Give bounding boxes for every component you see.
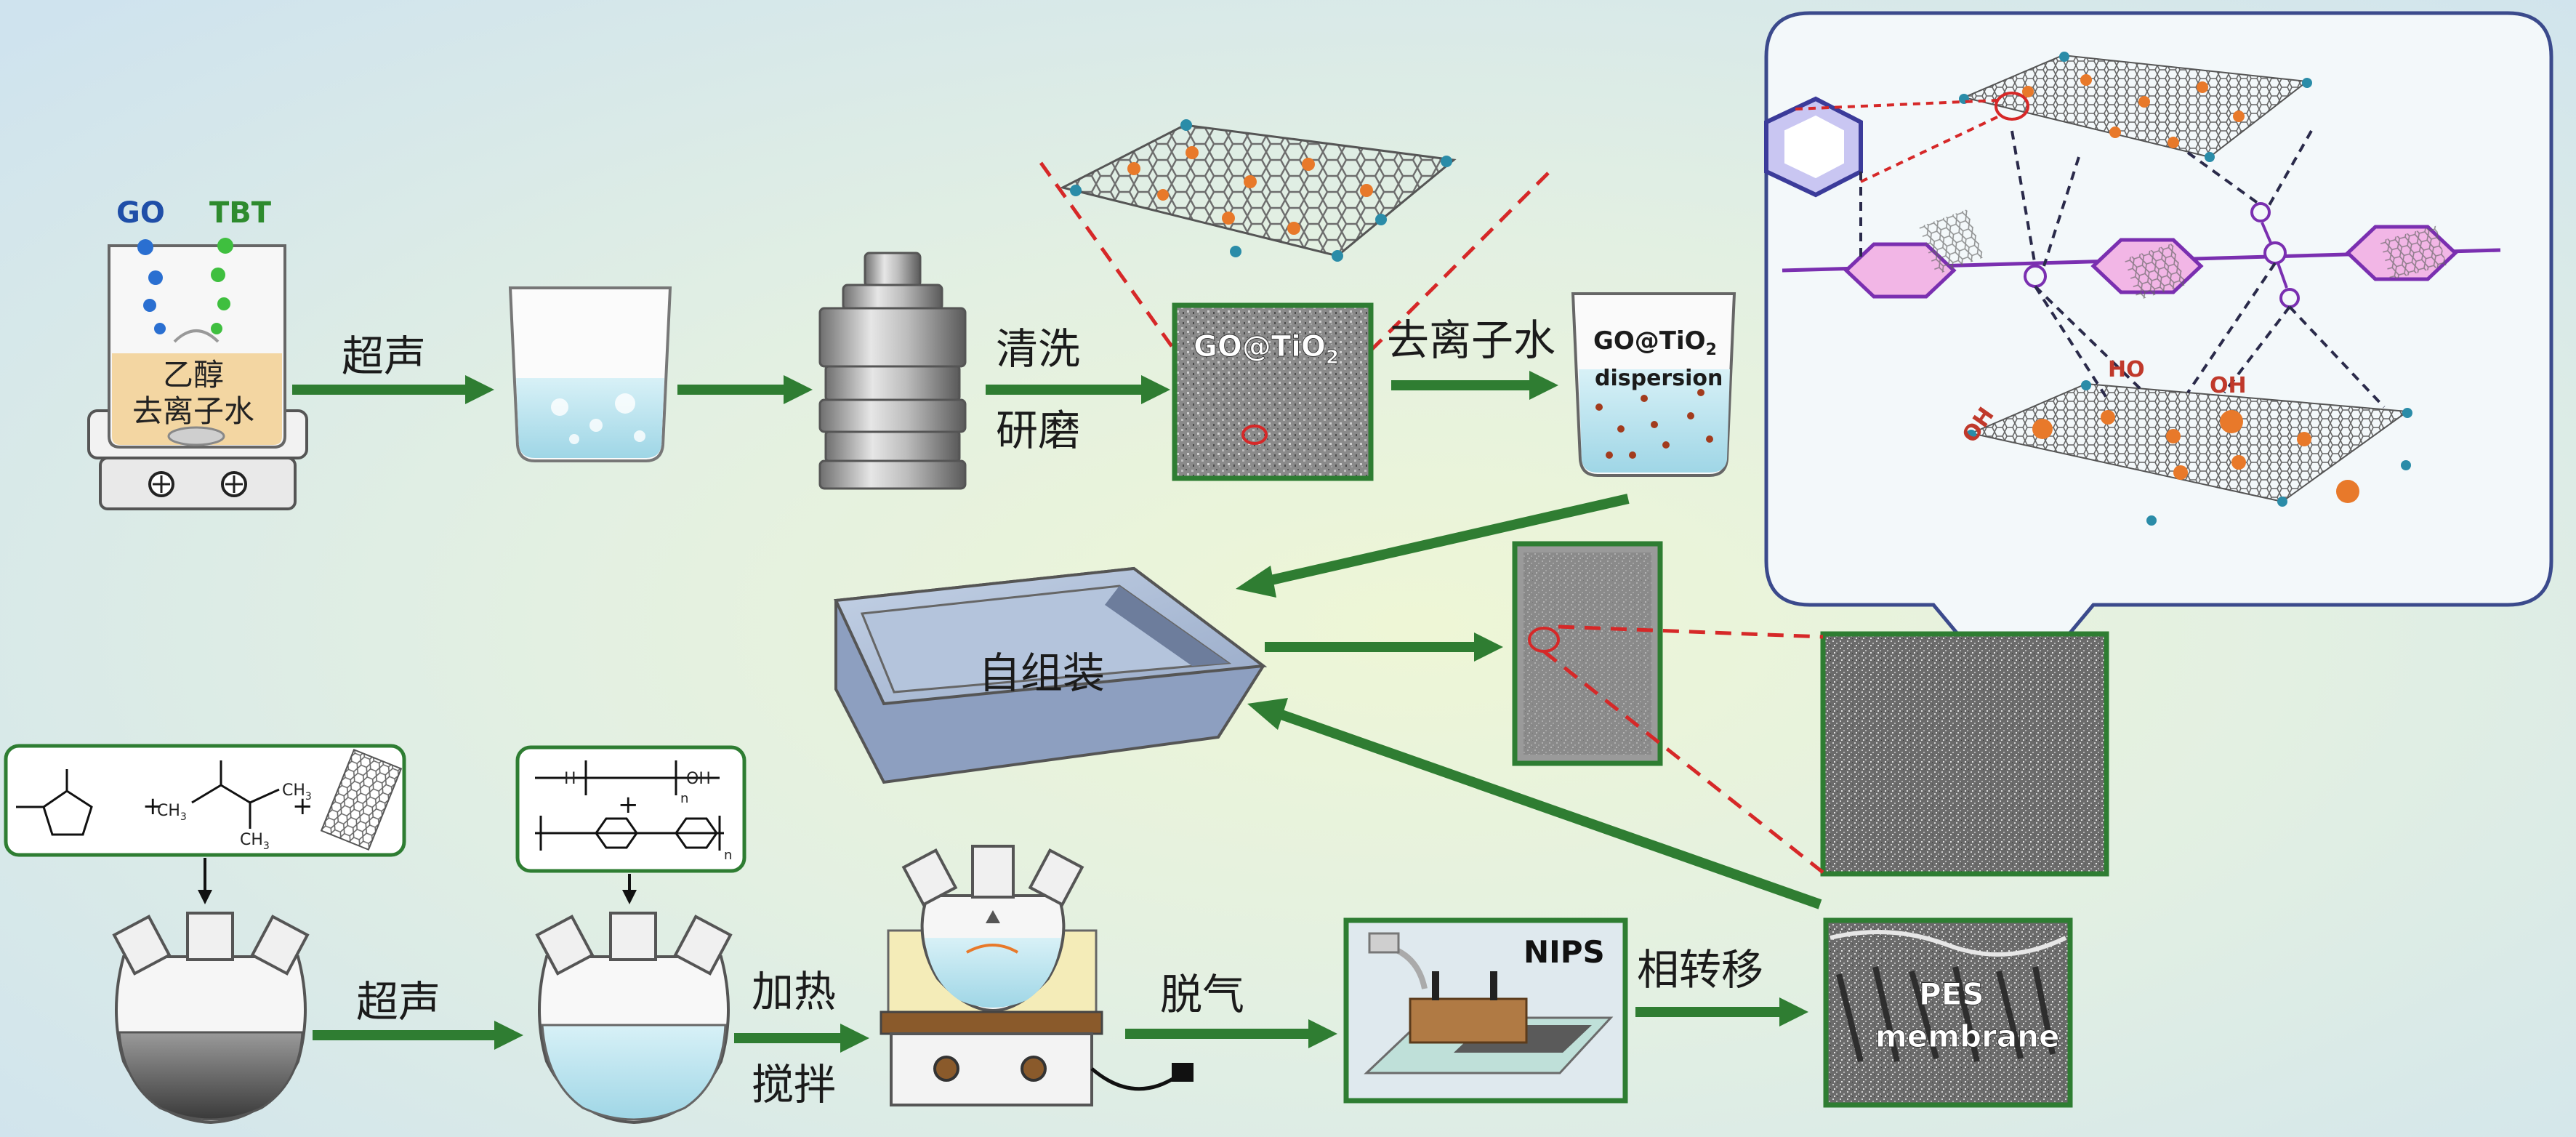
composite-film-sample (1512, 541, 1663, 766)
solvent-plus-2: + (292, 792, 313, 821)
arrow-down-mid (622, 874, 637, 904)
molecular-interaction-inset (1764, 11, 2553, 704)
arrow-down-left (198, 858, 212, 904)
pes-membrane-label-1: PES (1919, 976, 1984, 1012)
peg-h-label: H (564, 770, 576, 788)
three-neck-flask-dark (112, 912, 310, 1125)
peg-oh-label: OH (686, 770, 711, 788)
polymer-plus: + (618, 790, 639, 819)
polymer-structures-box (515, 745, 746, 873)
zoom-dashed-lines (1542, 624, 1824, 874)
step-stir: 搅拌 (752, 1060, 836, 1109)
sonication-beaker (508, 286, 672, 462)
go-tio2-nanosheet-top (1059, 119, 1457, 262)
flask-on-stirring-hotplate (880, 845, 1194, 1106)
go-tio2-product-label: GO@TiO2 (1194, 330, 1339, 369)
arrow-top-2 (677, 375, 813, 404)
arrow-membrane-to-tray (1247, 698, 1822, 909)
three-neck-flask-light (535, 912, 733, 1125)
solvent-label-ethanol: 乙醇 (163, 357, 224, 393)
dispersion-label-subtitle: dispersion (1595, 366, 1723, 391)
arrow-top-1 (292, 375, 494, 404)
step-degas: 脱气 (1160, 970, 1244, 1019)
dispersion-label-title: GO@TiO2 (1593, 326, 1717, 359)
inset-hydroxyl-mid: HO (2108, 357, 2145, 382)
peg-n-label: n (680, 791, 688, 806)
step-ultrasound-bottom: 超声 (356, 977, 440, 1026)
arrow-top-4 (1391, 371, 1558, 400)
dmac-methyl-top: CH3 (282, 782, 312, 803)
step-ultrasound-top: 超声 (342, 332, 426, 381)
step-heat: 加热 (752, 967, 836, 1016)
autoclave-reactor (818, 252, 967, 490)
inset-hydroxyl-right: OH (2210, 373, 2247, 398)
falling-droplets (137, 238, 233, 334)
solvent-structures-box (4, 744, 406, 857)
pes-membrane-label-2: membrane (1875, 1019, 2060, 1054)
dmac-methyl-left: CH3 (157, 802, 187, 823)
self-assembly-tray (834, 566, 1268, 784)
dmac-methyl-bottom: CH3 (240, 831, 270, 852)
nips-label: NIPS (1524, 934, 1605, 970)
arrow-bottom-1 (313, 1021, 523, 1050)
step-dissolve-water: 去离子水 (1387, 316, 1555, 365)
nips-casting-setup (1343, 917, 1628, 1104)
arrow-bottom-2 (734, 1024, 869, 1053)
arrow-top-3 (986, 375, 1170, 404)
pes-membrane-sem (1823, 917, 2073, 1108)
solvent-plus-1: + (142, 792, 164, 821)
arrow-dispersion-to-tray (1236, 494, 1630, 598)
tbt-reagent-label: TBT (209, 196, 272, 230)
arrow-bottom-3 (1125, 1019, 1337, 1048)
step-wash: 清洗 (996, 324, 1080, 374)
solvent-label-water: 去离子水 (132, 393, 254, 429)
go-tio2-sem-image (1172, 302, 1374, 481)
pes-n-label: n (724, 848, 732, 863)
step-grind: 研磨 (996, 406, 1080, 455)
arrow-tray-to-film (1265, 632, 1503, 662)
membrane-surface-zoom (1820, 631, 2109, 877)
self-assembly-label: 自组装 (978, 648, 1105, 698)
go-reagent-label: GO (116, 196, 165, 230)
beaker-on-hotplate (87, 244, 308, 510)
dispersion-beaker (1571, 292, 1736, 477)
step-phase-inversion: 相转移 (1637, 945, 1763, 995)
arrow-bottom-4 (1635, 997, 1808, 1026)
